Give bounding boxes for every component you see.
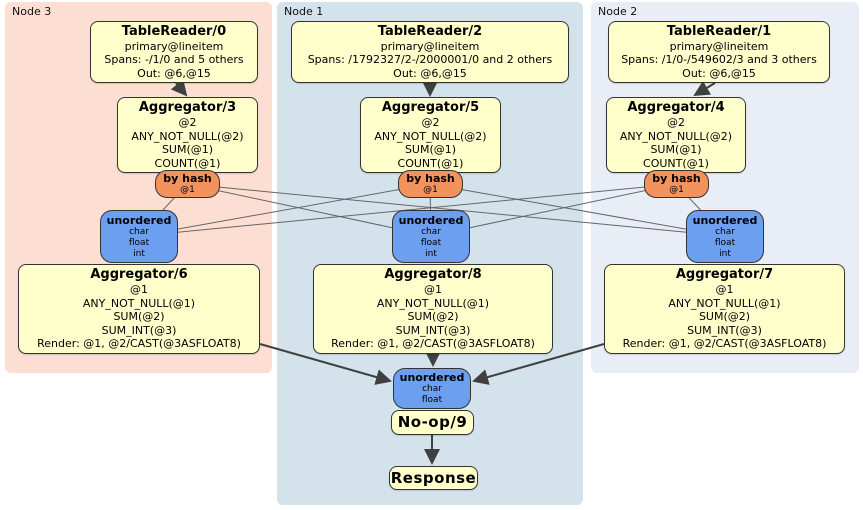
processor-detail: SUM_INT(@3) — [687, 323, 762, 337]
sync-detail: int — [719, 248, 731, 259]
processor-detail: COUNT(@1) — [154, 156, 221, 170]
plan-edge — [429, 183, 726, 237]
aggregator-4-box: Aggregator/4 @2 ANY_NOT_NULL(@2) SUM(@1)… — [606, 97, 746, 173]
flow-arrows — [170, 79, 716, 465]
sync-detail: int — [425, 248, 437, 259]
processor-detail: Render: @1, @2/CAST(@3ASFLOAT8) — [331, 337, 535, 351]
node-label: Node 3 — [12, 5, 52, 18]
processor-detail: primary@lineitem — [669, 39, 769, 53]
response-box: Response — [389, 466, 478, 490]
plan-edge — [186, 183, 432, 237]
processor-detail: ANY_NOT_NULL(@2) — [131, 129, 244, 143]
router-detail: @1 — [180, 185, 195, 195]
processor-detail: Spans: -/1/0 and 5 others — [104, 53, 244, 67]
processor-detail: Render: @1, @2/CAST(@3ASFLOAT8) — [37, 337, 241, 351]
sync-detail: char — [715, 226, 735, 237]
processor-detail: Out: @6,@15 — [682, 66, 756, 80]
sync-detail: char — [129, 226, 149, 237]
processor-detail: SUM(@2) — [113, 310, 165, 324]
processor-title: TableReader/2 — [377, 23, 483, 39]
plan-edge — [430, 183, 677, 237]
node-label: Node 2 — [598, 5, 638, 18]
hash-router-node3: by hash @1 — [155, 170, 220, 198]
sync-title: unordered — [398, 213, 464, 227]
processor-detail: SUM_INT(@3) — [101, 323, 177, 337]
processor-title: TableReader/1 — [666, 23, 772, 39]
sync-detail: int — [133, 248, 145, 259]
flow-arrow — [472, 343, 605, 385]
processor-title: Aggregator/8 — [384, 267, 482, 283]
node-label: Node 1 — [284, 5, 324, 18]
router-title: by hash — [406, 172, 455, 185]
processor-title: Aggregator/5 — [381, 100, 480, 115]
aggregator-3-box: Aggregator/3 @2 ANY_NOT_NULL(@2) SUM(@1)… — [117, 97, 258, 173]
processor-detail: SUM(@1) — [161, 143, 214, 156]
flow-arrow — [170, 79, 188, 97]
unordered-sync-final: unordered char float — [393, 368, 471, 409]
hash-router-node2: by hash @1 — [644, 170, 709, 198]
unordered-sync-node3: unordered char float int — [100, 210, 178, 263]
processor-detail: Spans: /1792327/2-/2000001/0 and 2 other… — [307, 53, 553, 67]
processor-title: Response — [390, 468, 477, 487]
processor-detail: @1 — [424, 283, 442, 297]
processor-detail: primary@lineitem — [124, 39, 224, 53]
sync-detail: float — [420, 237, 442, 248]
unordered-sync-node1: unordered char float int — [392, 210, 470, 263]
processor-title: Aggregator/4 — [627, 100, 725, 115]
unordered-sync-node2: unordered char float int — [686, 210, 764, 263]
plan-edge — [138, 183, 431, 237]
tablereader-1-box: TableReader/1 primary@lineitem Spans: /1… — [608, 21, 830, 83]
noop-box: No-op/9 — [391, 410, 474, 435]
flow-arrow — [693, 80, 716, 97]
aggregator-5-box: Aggregator/5 @2 ANY_NOT_NULL(@2) SUM(@1)… — [360, 97, 501, 173]
sync-detail: char — [422, 384, 442, 394]
processor-detail: @2 — [421, 116, 440, 129]
processor-title: Aggregator/6 — [90, 267, 188, 283]
processor-detail: @2 — [667, 116, 685, 129]
processor-detail: primary@lineitem — [380, 39, 480, 53]
processor-title: TableReader/0 — [121, 23, 227, 39]
router-detail: @1 — [423, 185, 438, 195]
processor-detail: @2 — [178, 116, 197, 129]
sync-detail: float — [714, 237, 736, 248]
router-title: by hash — [163, 172, 212, 185]
router-title: by hash — [652, 172, 701, 185]
sync-title: unordered — [399, 371, 465, 384]
processor-detail: SUM(@1) — [404, 143, 457, 156]
processor-detail: COUNT(@1) — [643, 156, 709, 170]
sync-detail: float — [128, 237, 150, 248]
processor-detail: ANY_NOT_NULL(@1) — [376, 296, 490, 310]
processor-detail: @1 — [130, 283, 148, 297]
sync-detail: char — [421, 226, 441, 237]
processor-detail: ANY_NOT_NULL(@1) — [82, 296, 196, 310]
router-detail: @1 — [669, 185, 684, 195]
aggregator-7-box: Aggregator/7 @1 ANY_NOT_NULL(@1) SUM(@2)… — [604, 264, 845, 354]
flow-arrow — [259, 343, 392, 385]
processor-detail: @1 — [715, 283, 734, 297]
processor-detail: Spans: /1/0-/549602/3 and 3 others — [621, 53, 817, 67]
processor-detail: SUM(@1) — [650, 143, 702, 156]
tablereader-2-box: TableReader/2 primary@lineitem Spans: /1… — [291, 21, 569, 83]
aggregator-8-box: Aggregator/8 @1 ANY_NOT_NULL(@1) SUM(@2)… — [313, 264, 553, 354]
sync-title: unordered — [106, 213, 172, 227]
processor-detail: SUM_INT(@3) — [395, 323, 471, 337]
processor-detail: ANY_NOT_NULL(@2) — [374, 129, 487, 143]
processor-title: No-op/9 — [397, 413, 468, 431]
processor-detail: Out: @6,@15 — [137, 66, 211, 80]
processor-title: Aggregator/3 — [138, 100, 237, 115]
sync-title: unordered — [692, 213, 758, 227]
processor-title: Aggregator/7 — [675, 267, 774, 283]
hash-router-node1: by hash @1 — [398, 170, 463, 198]
processor-detail: SUM(@2) — [407, 310, 459, 324]
processor-detail: Out: @6,@15 — [393, 66, 467, 80]
processor-detail: SUM(@2) — [698, 310, 751, 324]
sync-detail: float — [421, 395, 443, 405]
processor-detail: ANY_NOT_NULL(@1) — [668, 296, 781, 310]
processor-detail: ANY_NOT_NULL(@2) — [619, 129, 733, 143]
aggregator-6-box: Aggregator/6 @1 ANY_NOT_NULL(@1) SUM(@2)… — [18, 264, 260, 354]
processor-detail: Render: @1, @2/CAST(@3ASFLOAT8) — [622, 337, 827, 351]
processor-detail: COUNT(@1) — [397, 156, 464, 170]
tablereader-0-box: TableReader/0 primary@lineitem Spans: -/… — [90, 21, 258, 83]
